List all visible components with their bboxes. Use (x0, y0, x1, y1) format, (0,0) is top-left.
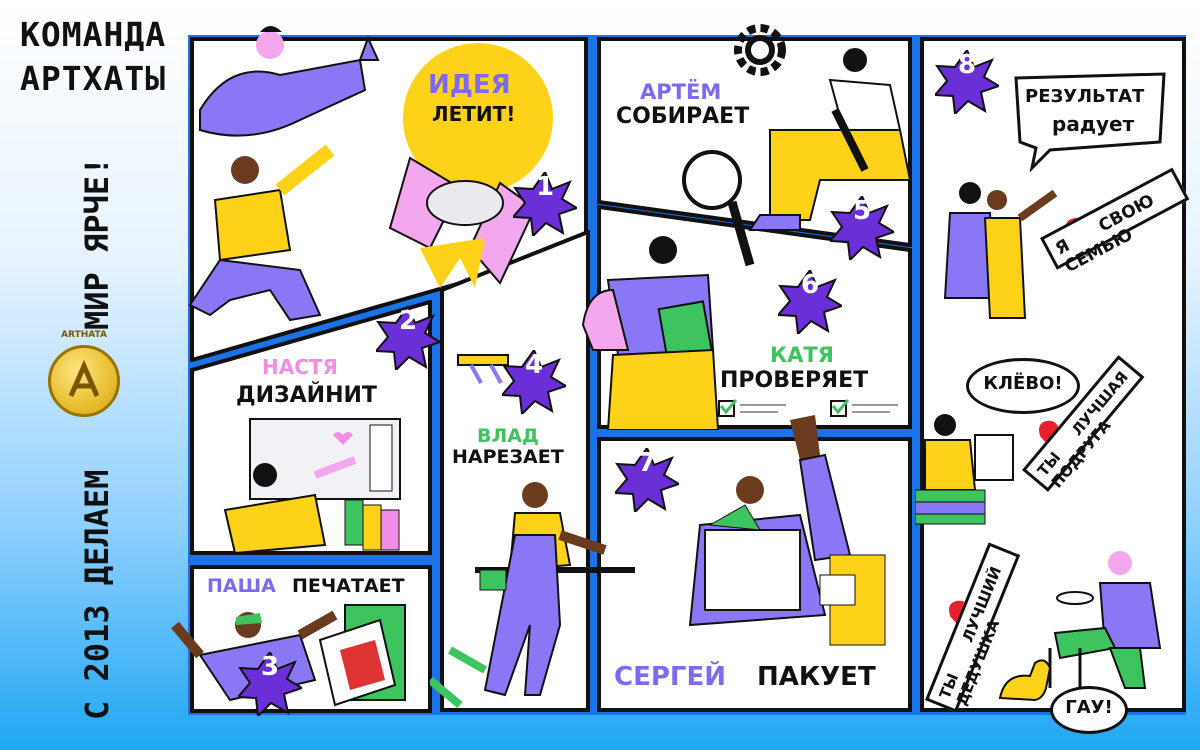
person-thumbs-up (190, 20, 390, 160)
step7-name: СЕРГЕЙ (614, 662, 726, 692)
step-badge-2: 2 (376, 306, 440, 370)
step-number-1: 1 (535, 172, 555, 202)
step-number-4: 4 (524, 350, 544, 380)
gav-bubble: ГАУ! (1050, 686, 1128, 734)
designer-illustration (205, 415, 430, 555)
step-number-8: 8 (957, 50, 977, 80)
brand-title-line1: КОМАНДА (20, 15, 167, 54)
step4-verb: НАРЕЗАЕТ (452, 446, 564, 468)
step-badge-3: 3 (238, 652, 302, 716)
family-illustration (935, 178, 1065, 328)
step-number-6: 6 (800, 270, 820, 300)
printer-illustration (170, 595, 420, 710)
step4-name: ВЛАД (477, 425, 539, 447)
step3-name: ПАША (207, 575, 276, 597)
seal-label: ARTHATA (61, 330, 107, 340)
step6-verb: ПРОВЕРЯЕТ (720, 368, 869, 393)
klevo-bubble: КЛЁВО! (966, 358, 1080, 414)
step8-word1: РЕЗУЛЬТАТ (1025, 86, 1145, 107)
checker-illustration (568, 230, 748, 431)
idea-bulb-illustration (350, 38, 570, 298)
arthata-seal: ARTHATA (48, 330, 120, 417)
cutter-illustration (427, 475, 635, 710)
person-pointing-kneeling (180, 140, 360, 330)
step2-name: НАСТЯ (262, 355, 338, 379)
slogan-suffix: МИР ЯРЧЕ! (78, 156, 116, 330)
checklist-icon-1 (718, 398, 788, 418)
gear-icon (730, 20, 790, 80)
brand-title-line2: АРТХАТЫ (20, 59, 167, 98)
tools-icon (456, 345, 516, 385)
girl-reading-illustration (914, 410, 1025, 525)
step-badge-1: 1 (513, 172, 577, 236)
step-badge-7: 7 (615, 448, 679, 512)
step-number-3: 3 (260, 652, 280, 682)
step-number-7: 7 (637, 448, 657, 478)
step3-verb: ПЕЧАТАЕТ (292, 575, 405, 597)
packer-illustration (650, 415, 900, 660)
step-badge-4: 4 (502, 350, 566, 414)
step8-word2: радует (1052, 112, 1135, 136)
step-number-5: 5 (852, 196, 872, 226)
step5-name: АРТЁМ (640, 80, 722, 104)
gav-text: ГАУ! (1065, 697, 1113, 718)
dog-illustration (995, 648, 1065, 703)
step1-word1: ИДЕЯ (428, 70, 511, 100)
slogan-prefix: С 2013 ДЕЛАЕМ (78, 469, 116, 720)
grandpa-illustration (1040, 548, 1180, 698)
result-speech-bubble (1010, 72, 1170, 173)
checklist-icon-2 (830, 398, 900, 418)
step-number-2: 2 (398, 306, 418, 336)
step7-verb: ПАКУЕТ (757, 662, 876, 692)
assembler-illustration (740, 40, 920, 235)
magnifier-icon (682, 140, 757, 280)
klevo-text: КЛЁВО! (983, 373, 1063, 394)
step-badge-8: 8 (935, 50, 999, 114)
step-badge-5: 5 (830, 196, 894, 260)
step5-verb: СОБИРАЕТ (616, 104, 750, 129)
step-badge-6: 6 (778, 270, 842, 334)
step6-name: КАТЯ (770, 343, 834, 367)
step1-word2: ЛЕТИТ! (432, 102, 516, 126)
step2-verb: ДИЗАЙНИТ (236, 383, 377, 408)
